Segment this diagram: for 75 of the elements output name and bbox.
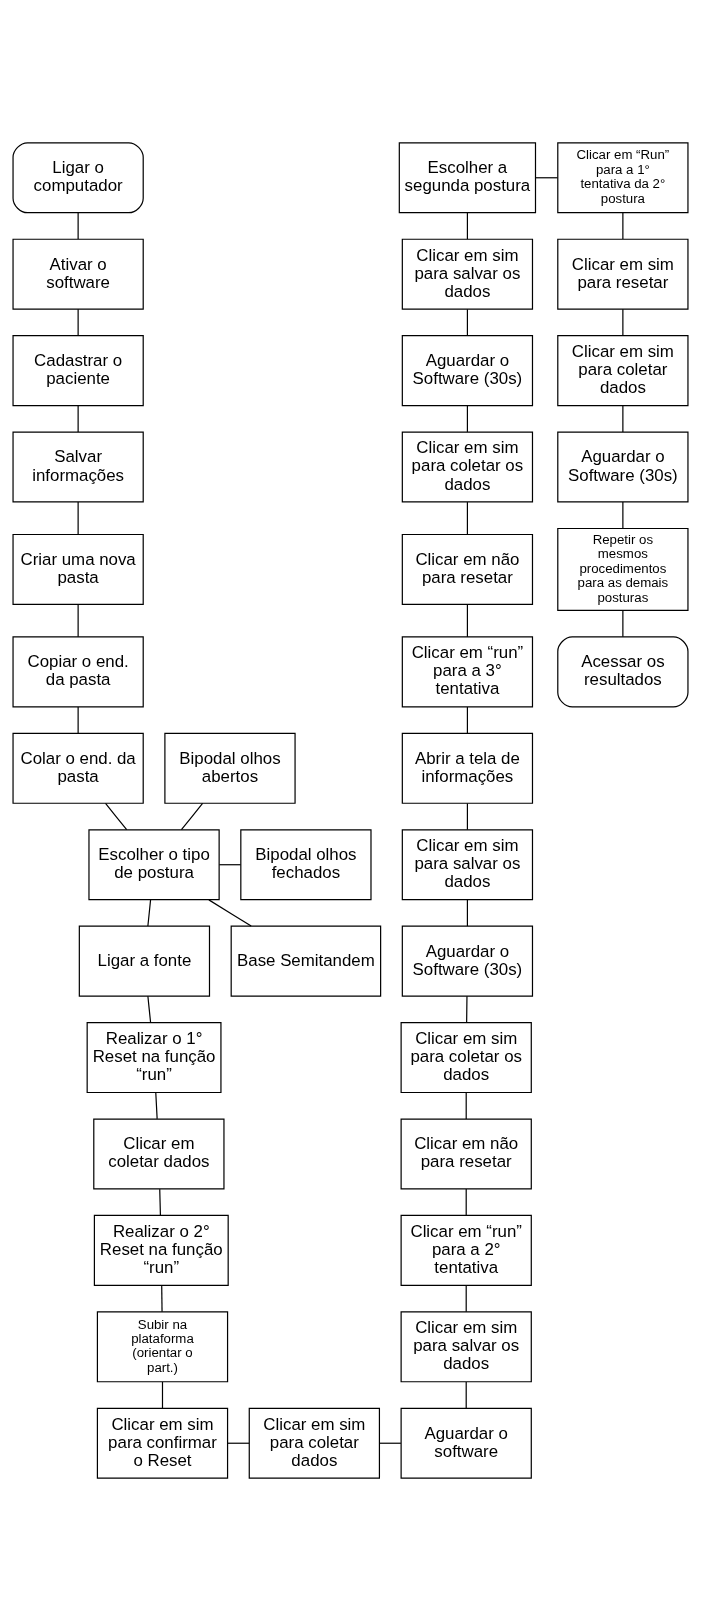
connector: [466, 995, 468, 1023]
node-box: Bipodal olhos fechados: [240, 828, 372, 900]
connector: [465, 1380, 467, 1409]
connector: [466, 404, 468, 433]
node-box: Realizar o 1° Reset na função “run”: [86, 1021, 222, 1093]
connector: [147, 995, 152, 1023]
connector: [466, 603, 468, 637]
connector: [77, 308, 79, 336]
connector: [208, 898, 252, 927]
node-box: Aguardar o Software (30s): [401, 334, 534, 406]
connector: [622, 308, 624, 336]
connector: [466, 802, 468, 830]
node-box: Aguardar o Software (30s): [401, 925, 534, 997]
node-box: Clicar em sim para coletar dados: [248, 1407, 381, 1479]
node-box: Base Semitandem: [230, 925, 382, 997]
node-box: Aguardar o Software (30s): [557, 430, 689, 503]
connector: [77, 211, 79, 240]
connector: [77, 705, 79, 734]
node-box: Clicar em não para resetar: [400, 1117, 532, 1190]
connector: [466, 308, 468, 336]
connector: [466, 211, 468, 240]
connector: [161, 1284, 163, 1312]
node-box: Subir na plataforma (orientar o part.): [96, 1310, 229, 1382]
node-box: Clicar em sim para resetar: [557, 238, 689, 310]
node-box: Clicar em sim para salvar os dados: [400, 1310, 532, 1382]
node-box: Clicar em sim para coletar os dados: [401, 430, 534, 503]
node-box: Acessar os resultados: [557, 635, 689, 707]
node-box: Bipodal olhos abertos: [164, 732, 296, 804]
node-box: Ligar a fonte: [78, 925, 211, 997]
node-box: Escolher a segunda postura: [398, 141, 537, 213]
node-box: Cadastrar o paciente: [12, 334, 144, 406]
node-box: Copiar o end. da pasta: [12, 635, 144, 707]
node-box: Clicar em “run” para a 3° tentativa: [401, 635, 534, 707]
node-box: Escolher o tipo de postura: [88, 828, 220, 900]
node-box: Clicar em não para resetar: [401, 533, 534, 605]
connector: [465, 1188, 467, 1216]
connector: [218, 863, 242, 865]
connector: [379, 1442, 402, 1444]
node-box: Clicar em “Run” para a 1° tentativa da 2° postura: [557, 141, 689, 213]
connector: [466, 898, 468, 927]
connector: [77, 501, 79, 535]
node-box: Aguardar o software: [400, 1407, 532, 1479]
connector: [465, 1284, 467, 1312]
node-box: Ligar o computador: [12, 141, 144, 213]
connector: [159, 1188, 162, 1216]
connector: [466, 501, 468, 535]
connector: [535, 176, 559, 178]
connector: [161, 1380, 164, 1409]
connector: [155, 1091, 158, 1119]
connector: [227, 1442, 250, 1444]
connector: [77, 603, 79, 637]
node-box: Colar o end. da pasta: [12, 732, 144, 804]
connector: [104, 802, 128, 830]
connector: [465, 1091, 467, 1119]
node-box: Clicar em sim para confirmar o Reset: [96, 1407, 229, 1479]
node-box: Clicar em coletar dados: [93, 1117, 225, 1190]
node-box: Ativar o software: [12, 238, 144, 310]
connector: [147, 898, 152, 927]
node-box: Clicar em sim para salvar os dados: [401, 238, 534, 310]
node-box: Salvar informações: [12, 430, 144, 503]
node-box: Clicar em sim para salvar os dados: [401, 828, 534, 900]
node-box: Clicar em “run” para a 2° tentativa: [400, 1214, 532, 1286]
connector: [466, 705, 468, 734]
node-box: Clicar em sim para coletar os dados: [400, 1021, 532, 1093]
connector: [622, 609, 624, 637]
connector: [180, 802, 204, 830]
node-box: Repetir os mesmos procedimentos para as demais posturas: [557, 527, 689, 611]
connector: [622, 404, 624, 433]
node-box: Realizar o 2° Reset na função “run”: [93, 1214, 229, 1286]
connector: [77, 404, 79, 433]
node-box: Clicar em sim para coletar dados: [557, 334, 689, 406]
node-box: Abrir a tela de informações: [401, 732, 534, 804]
connector: [622, 501, 624, 529]
connector: [622, 211, 624, 240]
node-box: Criar uma nova pasta: [12, 533, 144, 605]
